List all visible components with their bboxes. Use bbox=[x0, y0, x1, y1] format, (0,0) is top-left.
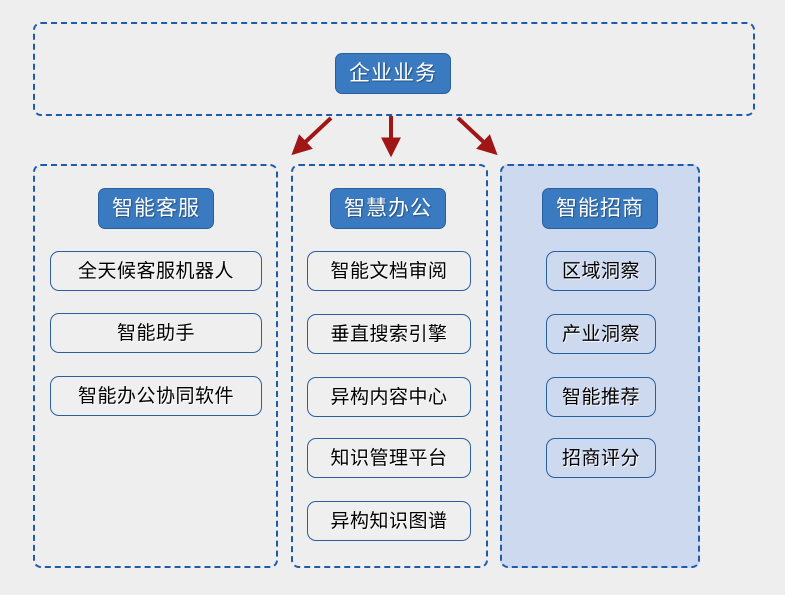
leaf-node[interactable]: 智能推荐 bbox=[546, 377, 656, 417]
leaf-node[interactable]: 区域洞察 bbox=[546, 251, 656, 291]
column-智慧办公 bbox=[291, 164, 488, 568]
root-node-企业业务[interactable]: 企业业务 bbox=[335, 53, 451, 94]
leaf-node[interactable]: 招商评分 bbox=[546, 438, 656, 478]
column-header-智慧办公[interactable]: 智慧办公 bbox=[330, 188, 446, 229]
column-智能招商 bbox=[500, 164, 700, 568]
leaf-node[interactable]: 智能助手 bbox=[50, 313, 262, 353]
arrow-right bbox=[456, 116, 498, 156]
leaf-node[interactable]: 知识管理平台 bbox=[307, 438, 471, 478]
root-group-container bbox=[33, 22, 755, 116]
leaf-node[interactable]: 智能办公协同软件 bbox=[50, 376, 262, 416]
leaf-node[interactable]: 智能文档审阅 bbox=[307, 251, 471, 291]
column-header-智能招商[interactable]: 智能招商 bbox=[542, 188, 658, 229]
leaf-node[interactable]: 异构内容中心 bbox=[307, 377, 471, 417]
leaf-node[interactable]: 垂直搜索引擎 bbox=[307, 314, 471, 354]
leaf-node[interactable]: 异构知识图谱 bbox=[307, 501, 471, 541]
leaf-node[interactable]: 产业洞察 bbox=[546, 314, 656, 354]
arrow-left bbox=[291, 116, 333, 156]
column-header-智能客服[interactable]: 智能客服 bbox=[98, 188, 214, 229]
leaf-node[interactable]: 全天候客服机器人 bbox=[50, 251, 262, 291]
column-智能客服 bbox=[33, 164, 278, 568]
